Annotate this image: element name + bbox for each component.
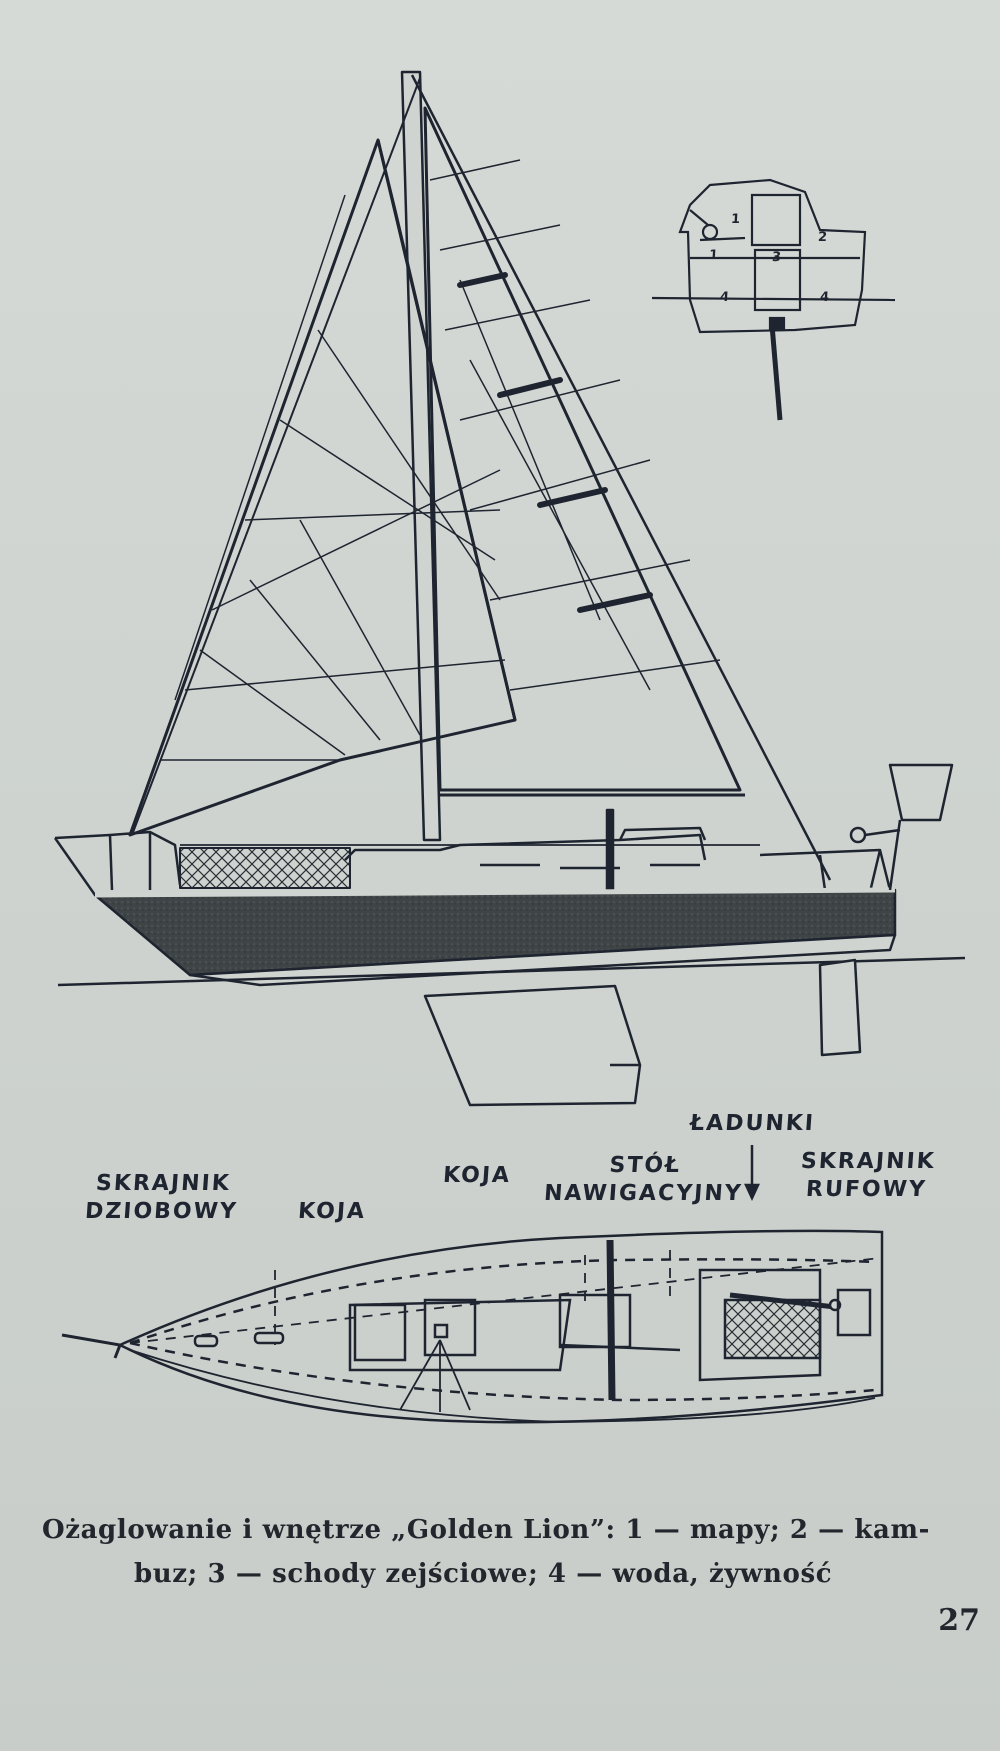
mast <box>400 70 442 842</box>
label-skrajnik-rufowy-line2: RUFOWY <box>805 1176 928 1202</box>
waterline <box>57 956 966 987</box>
deck-outline <box>117 1229 884 1424</box>
caption-line1: Ożaglowanie i wnętrze „Golden Lion”: 1 —… <box>42 1515 930 1545</box>
keel <box>423 984 642 1107</box>
caption-line2: buz; 3 — schody zejściowe; 4 — woda, żyw… <box>134 1559 833 1589</box>
section-number-1b: 1 <box>708 248 721 263</box>
label-skrajnik-dziobowy-line1: SKRAJNIK <box>95 1171 232 1196</box>
label-ladunki: ŁADUNKI <box>689 1111 816 1136</box>
genoa <box>376 106 742 792</box>
section-number-4a: 4 <box>719 290 732 305</box>
label-koja-center: KOJA <box>442 1163 512 1188</box>
label-skrajnik-dziobowy-line2: DZIOBOWY <box>84 1198 239 1224</box>
label-skrajnik-rufowy: SKRAJNIK RUFOWY <box>798 1148 937 1203</box>
label-stol-nawigacyjny: STÓŁ NAWIGACYJNY <box>543 1152 745 1207</box>
section-number-2: 2 <box>817 230 830 245</box>
section-number-3: 3 <box>771 250 784 265</box>
bow-netting <box>179 847 351 889</box>
side-view <box>53 70 966 1107</box>
cross-section <box>651 178 896 421</box>
label-skrajnik-rufowy-line1: SKRAJNIK <box>800 1149 937 1174</box>
plan-view <box>61 1145 884 1424</box>
page-number: 27 <box>938 1603 980 1638</box>
rudder <box>818 958 862 1057</box>
label-stol-line2: NAWIGACYJNY <box>543 1180 744 1206</box>
cockpit-grating <box>723 1298 822 1360</box>
figure-caption: Ożaglowanie i wnętrze „Golden Lion”: 1 —… <box>42 1508 962 1596</box>
section-number-4b: 4 <box>819 290 832 305</box>
label-stol-line1: STÓŁ <box>608 1153 682 1178</box>
label-skrajnik-dziobowy: SKRAJNIK DZIOBOWY <box>84 1170 241 1225</box>
mainsail <box>128 138 517 837</box>
label-koja-left: KOJA <box>297 1199 367 1224</box>
forestay <box>410 74 832 881</box>
section-number-1a: 1 <box>730 212 743 227</box>
